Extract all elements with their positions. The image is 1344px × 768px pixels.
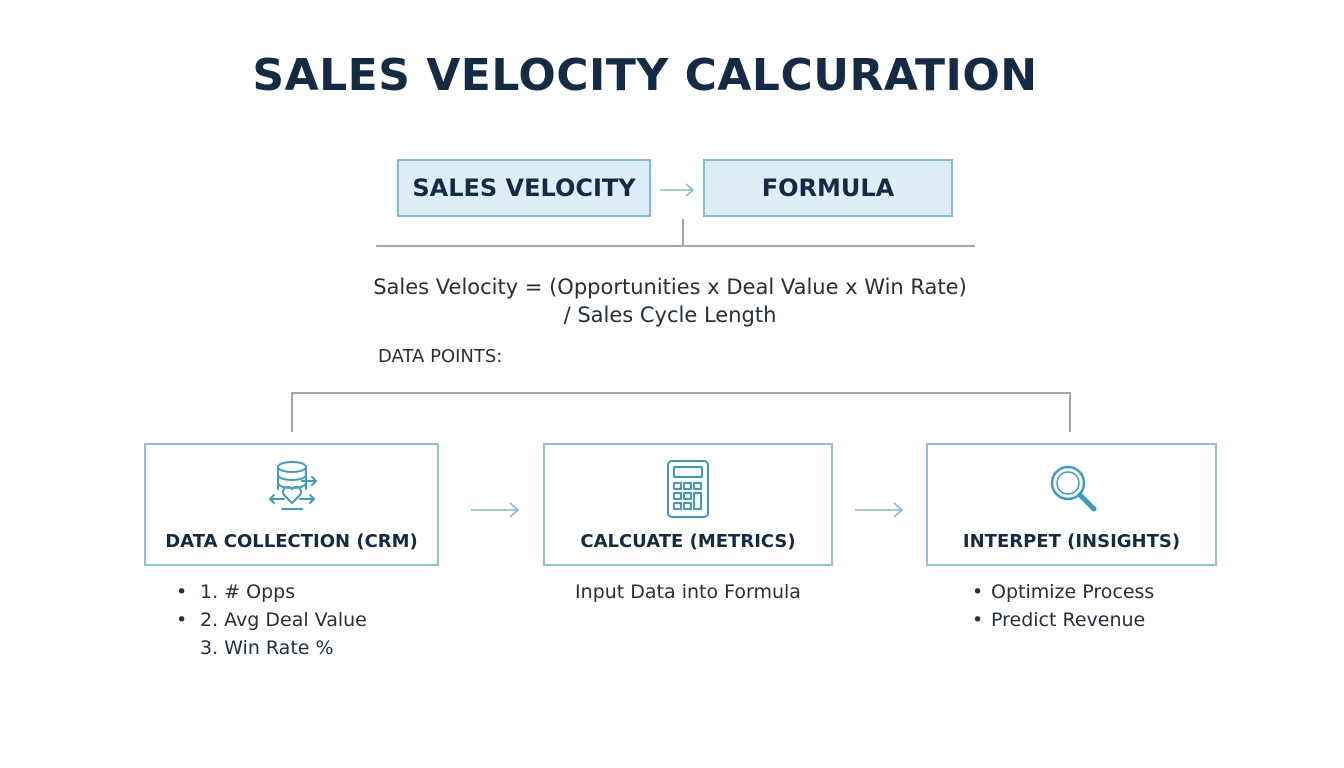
list-item: 3. Win Rate % <box>176 634 436 662</box>
magnifier-icon <box>1050 465 1096 512</box>
database-heart-icon <box>268 461 317 510</box>
list-item-text: 1. # Opps <box>200 581 296 603</box>
bullet-dot: • <box>972 581 984 603</box>
divider-line <box>376 245 975 247</box>
formula-text: Sales Velocity = (Opportunities x Deal V… <box>340 273 1000 329</box>
stage-calculate: CALCUATE (METRICS) <box>543 443 833 566</box>
sales-velocity-box: SALES VELOCITY <box>397 159 651 217</box>
calculator-icon <box>667 460 709 518</box>
bracket-right-leg <box>1069 392 1071 432</box>
sales-velocity-box-label: SALES VELOCITY <box>412 174 636 202</box>
list-item-text: 2. Avg Deal Value <box>200 609 367 631</box>
list-item: • 2. Avg Deal Value <box>176 606 436 634</box>
list-item-text: 3. Win Rate % <box>200 637 334 659</box>
arrow-right-icon <box>471 502 520 518</box>
list-item: • Optimize Process <box>972 578 1212 606</box>
bullet-dot: • <box>176 581 188 603</box>
list-item-text: Optimize Process <box>991 581 1155 603</box>
formula-box-label: FORMULA <box>761 174 895 202</box>
stage-calculate-label: CALCUATE (METRICS) <box>580 531 796 552</box>
connector-line <box>682 219 684 245</box>
list-item: • 1. # Opps <box>176 578 436 606</box>
bracket-line <box>291 392 1070 394</box>
stage-interpret: INTERPET (INSIGHTS) <box>926 443 1217 566</box>
bullet-dot: • <box>972 609 984 631</box>
formula-line-1: Sales Velocity = (Opportunities x Deal V… <box>373 275 967 299</box>
arrow-right-icon <box>855 502 904 518</box>
bracket-left-leg <box>291 392 293 432</box>
stage-data-collection: DATA COLLECTION (CRM) <box>144 443 439 566</box>
page-title: SALES VELOCITY CALCURATION <box>252 50 1038 101</box>
stage-interpret-label: INTERPET (INSIGHTS) <box>962 531 1181 552</box>
list-item: • Predict Revenue <box>972 606 1212 634</box>
stage-interpret-list: • Optimize Process • Predict Revenue <box>972 578 1212 634</box>
formula-box: FORMULA <box>703 159 953 217</box>
data-points-label: DATA POINTS: <box>378 346 503 367</box>
stage-data-collection-label: DATA COLLECTION (CRM) <box>165 531 418 552</box>
arrow-right-icon <box>660 183 695 197</box>
stage-data-collection-list: • 1. # Opps • 2. Avg Deal Value 3. Win R… <box>176 578 436 662</box>
stage-calculate-description: Input Data into Formula <box>575 581 801 603</box>
formula-line-2: / Sales Cycle Length <box>563 303 777 327</box>
bullet-dot: • <box>176 609 188 631</box>
list-item-text: Predict Revenue <box>991 609 1146 631</box>
